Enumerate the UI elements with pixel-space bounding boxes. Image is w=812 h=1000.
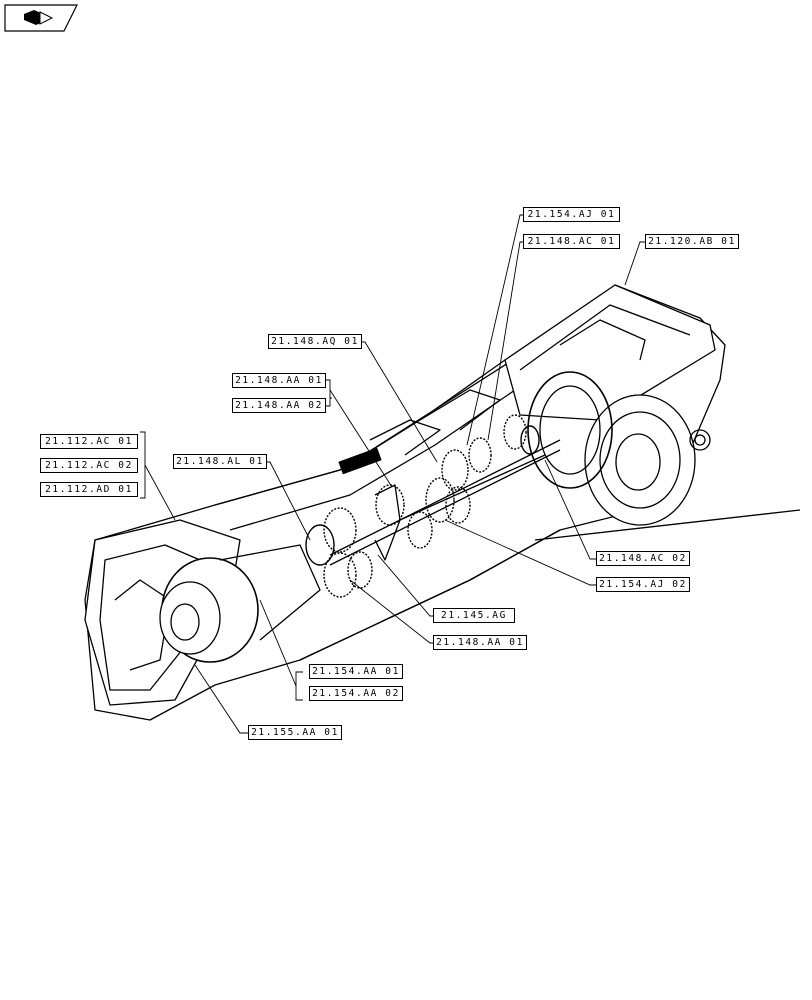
part-ref-21-112-ac-01[interactable]: 21.112.AC 01 <box>40 434 138 449</box>
part-ref-21-148-aa-01-lower[interactable]: 21.148.AA 01 <box>433 635 527 650</box>
part-ref-21-155-aa-01[interactable]: 21.155.AA 01 <box>248 725 342 740</box>
part-ref-21-154-aa-01[interactable]: 21.154.AA 01 <box>309 664 403 679</box>
part-ref-21-112-ac-02[interactable]: 21.112.AC 02 <box>40 458 138 473</box>
transmission-housing <box>84 284 801 721</box>
part-ref-21-148-aa-02[interactable]: 21.148.AA 02 <box>232 398 326 413</box>
part-ref-21-145-ag[interactable]: 21.145.AG <box>433 608 515 623</box>
part-ref-21-148-al-01[interactable]: 21.148.AL 01 <box>173 454 267 469</box>
part-ref-21-154-aj-02[interactable]: 21.154.AJ 02 <box>596 577 690 592</box>
part-ref-21-148-aa-01-upper[interactable]: 21.148.AA 01 <box>232 373 326 388</box>
part-ref-21-148-ac-01[interactable]: 21.148.AC 01 <box>523 234 620 249</box>
go-to-page-button[interactable] <box>4 4 78 32</box>
part-ref-21-120-ab-01[interactable]: 21.120.AB 01 <box>645 234 739 249</box>
part-ref-21-154-aj-01[interactable]: 21.154.AJ 01 <box>523 207 620 222</box>
part-ref-21-148-ac-02[interactable]: 21.148.AC 02 <box>596 551 690 566</box>
part-ref-21-154-aa-02[interactable]: 21.154.AA 02 <box>309 686 403 701</box>
part-ref-21-112-ad-01[interactable]: 21.112.AD 01 <box>40 482 138 497</box>
part-ref-21-148-aq-01[interactable]: 21.148.AQ 01 <box>268 334 362 349</box>
go-to-page-icon <box>4 4 78 32</box>
